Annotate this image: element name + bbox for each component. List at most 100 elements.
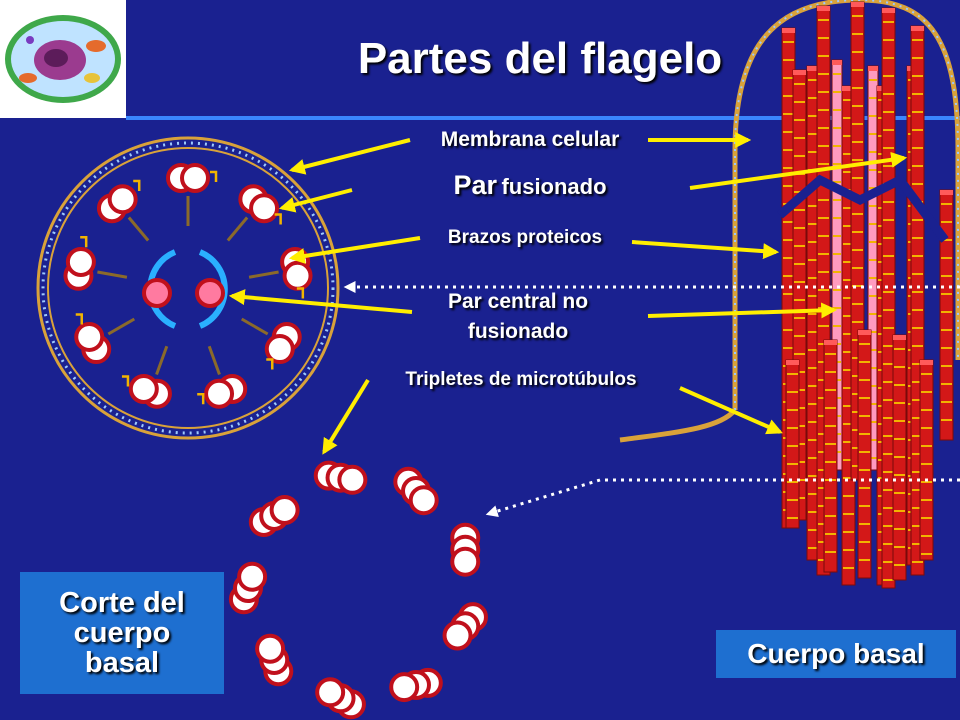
radial-spoke <box>107 317 136 336</box>
label-fused-pair: Par fusionado <box>400 170 660 201</box>
axoneme-cross-section <box>36 136 340 440</box>
dynein-arm <box>197 393 205 405</box>
microtubule <box>785 359 800 529</box>
microtubule-body <box>823 339 838 573</box>
label-fused-pair-small: fusionado <box>501 174 607 199</box>
microtubule-body <box>857 329 872 579</box>
cell-illustration-icon <box>5 15 121 103</box>
doublet-tubule-a <box>282 260 313 291</box>
triplet-tubule <box>450 546 481 577</box>
dynein-arm <box>210 170 218 182</box>
microtubule-cap <box>824 340 837 345</box>
microtubule <box>892 334 907 581</box>
microtubule <box>857 329 872 579</box>
microtubule <box>919 359 934 561</box>
doublet-tubule-a <box>249 193 280 224</box>
label-arrows <box>228 132 908 455</box>
caption-basal-cut-line2: cuerpo <box>73 617 171 649</box>
guide-line-lower <box>485 478 960 517</box>
microtubule-cap <box>782 28 795 33</box>
doublet-tubule-a <box>264 334 295 365</box>
microtubule-cap <box>940 190 953 195</box>
triplet <box>228 561 268 615</box>
microtubule-cap <box>920 360 933 365</box>
header-divider <box>126 116 960 120</box>
doublet-tubule-a <box>204 378 235 409</box>
radial-spoke <box>97 270 128 279</box>
label-triplets: Tripletes de microtúbulos <box>405 369 637 390</box>
triplet-tubule <box>255 633 286 664</box>
doublet-tubule-a <box>107 184 138 215</box>
microtubule-cap <box>832 60 842 65</box>
label-central-pair-1: Par central no <box>447 290 589 313</box>
dynein-arm <box>75 313 83 325</box>
fusion-v <box>777 174 949 243</box>
triplet-tubule <box>337 464 368 495</box>
triplet <box>313 460 368 495</box>
radial-spoke <box>207 345 221 375</box>
doublet <box>166 163 218 193</box>
triplet-tubule <box>237 561 268 592</box>
microtubule-body <box>919 359 934 561</box>
doublet <box>197 373 248 409</box>
doublet-tubule-a <box>65 247 96 278</box>
basal-body-triplets <box>228 460 488 720</box>
central-sheath-right <box>198 249 228 329</box>
microtubule-cap <box>807 66 820 71</box>
doublet-tubule-a <box>128 373 159 404</box>
triplet-tubule <box>315 677 346 708</box>
triplet-tubule <box>389 672 420 703</box>
microtubule-cap <box>817 6 830 11</box>
microtubule-cap <box>882 8 895 13</box>
triplet <box>248 495 300 537</box>
triplet-tubule <box>269 495 300 526</box>
triplet <box>389 667 443 703</box>
doublet-tubule-a <box>74 321 105 352</box>
doublet <box>264 321 302 370</box>
triplet-tubule <box>442 620 473 651</box>
microtubule-bundle <box>781 1 954 589</box>
dynein-arm <box>121 375 130 387</box>
slide-title: Partes del flagelo <box>357 34 723 83</box>
longitudinal-flagellum <box>619 0 960 589</box>
label-arms: Brazos proteicos <box>447 227 603 248</box>
microtubule-cap <box>858 330 871 335</box>
doublet <box>238 184 282 225</box>
microtubule-cap <box>793 70 806 75</box>
triplet <box>255 633 294 687</box>
dynein-arm <box>80 236 88 248</box>
radial-spoke <box>240 317 269 336</box>
microtubule-body <box>785 359 800 529</box>
dynein-arm <box>266 358 274 370</box>
caption-basal-cut: Corte del cuerpo basal <box>20 572 224 694</box>
radial-spokes <box>97 196 279 375</box>
microtubule <box>939 189 954 441</box>
microtubule-cap <box>868 66 878 71</box>
doublet-tubule-a <box>180 163 210 193</box>
microtubule-cap <box>893 335 906 340</box>
triplet <box>393 466 439 516</box>
membrane-base <box>619 408 737 443</box>
microtubule-cap <box>842 86 855 91</box>
label-central-pair-2: fusionado <box>467 320 569 343</box>
doublet <box>121 373 172 409</box>
microtubule-cap <box>851 2 864 7</box>
central-tubule-right <box>195 278 225 308</box>
label-membrane: Membrana celular <box>440 128 620 151</box>
doublet <box>63 236 96 291</box>
outer-doublets <box>63 163 313 409</box>
microtubule-cap <box>786 360 799 365</box>
microtubule <box>823 339 838 573</box>
triplet <box>442 602 488 651</box>
central-tubule-left <box>142 278 172 308</box>
triplet <box>450 522 481 577</box>
dynein-arm <box>133 179 141 192</box>
triplet <box>315 677 366 720</box>
doublet <box>96 179 141 224</box>
dynein-arm <box>274 213 282 225</box>
radial-spoke <box>226 216 249 242</box>
microtubule-cap <box>911 26 924 31</box>
dynein-arm <box>296 287 305 299</box>
caption-basal-body: Cuerpo basal <box>716 630 956 678</box>
